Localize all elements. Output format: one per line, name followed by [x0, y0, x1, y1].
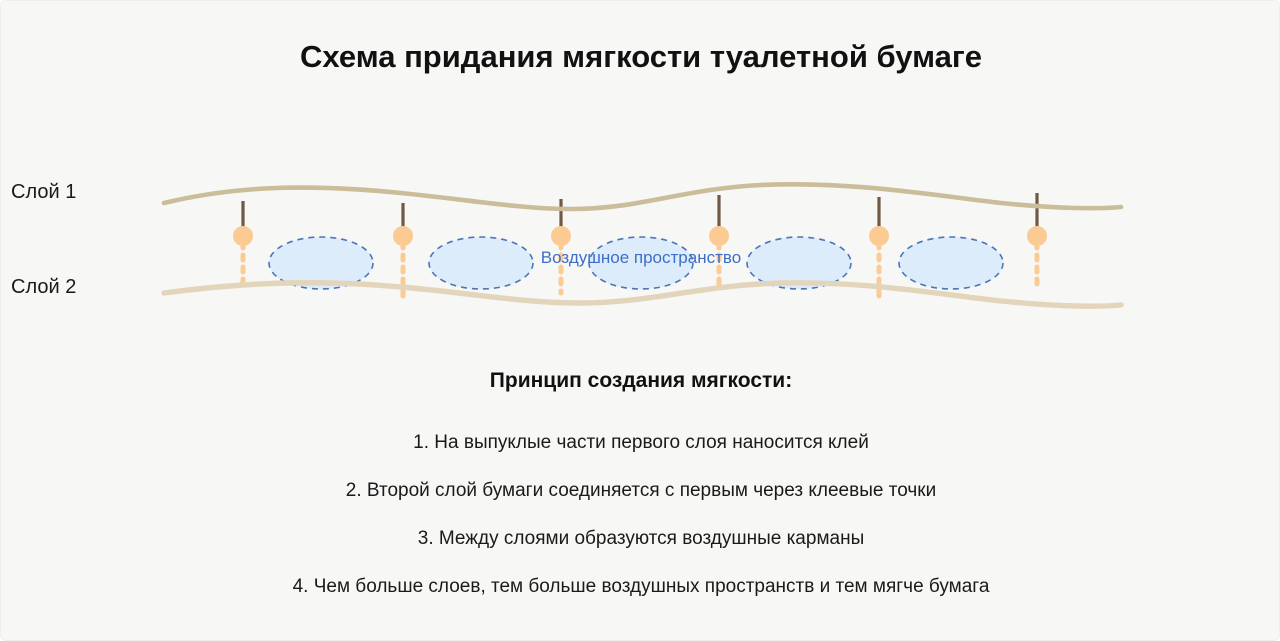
air-pocket-shape — [588, 236, 694, 290]
glue-dot-icon — [393, 226, 413, 246]
principle-heading: Принцип создания мягкости: — [489, 369, 793, 392]
glue-dot-icon — [1027, 226, 1047, 246]
principle-step: 1. На выпуклые части первого слоя наноси… — [413, 432, 869, 453]
air-pocket-shape — [268, 236, 374, 290]
paper-layers-diagram — [161, 181, 1124, 309]
glue-dot-icon — [551, 226, 571, 246]
principle-steps-list: 1. На выпуклые части первого слоя наноси… — [1, 419, 1279, 611]
layer-2-label: Слой 2 — [11, 276, 77, 298]
layer-2-sheet — [161, 280, 1124, 309]
principle-step: 4. Чем больше слоев, тем больше воздушны… — [292, 576, 990, 597]
layer-1-label: Слой 1 — [11, 181, 77, 203]
page-title: Схема придания мягкости туалетной бумаге — [300, 39, 982, 74]
glue-dot-icon — [869, 226, 889, 246]
air-pocket-shape — [898, 236, 1004, 290]
air-pockets-group — [268, 236, 1004, 290]
air-pocket-shape — [428, 236, 534, 290]
principle-step: 2. Второй слой бумаги соединяется с перв… — [345, 480, 937, 501]
glue-dots-group — [233, 226, 1047, 246]
glue-stems-group — [241, 193, 1039, 233]
air-pocket-shape — [746, 236, 852, 290]
glue-dot-icon — [709, 226, 729, 246]
glue-dot-icon — [233, 226, 253, 246]
principle-step: 3. Между слоями образуются воздушные кар… — [417, 528, 865, 549]
layer-1-sheet — [161, 181, 1124, 212]
